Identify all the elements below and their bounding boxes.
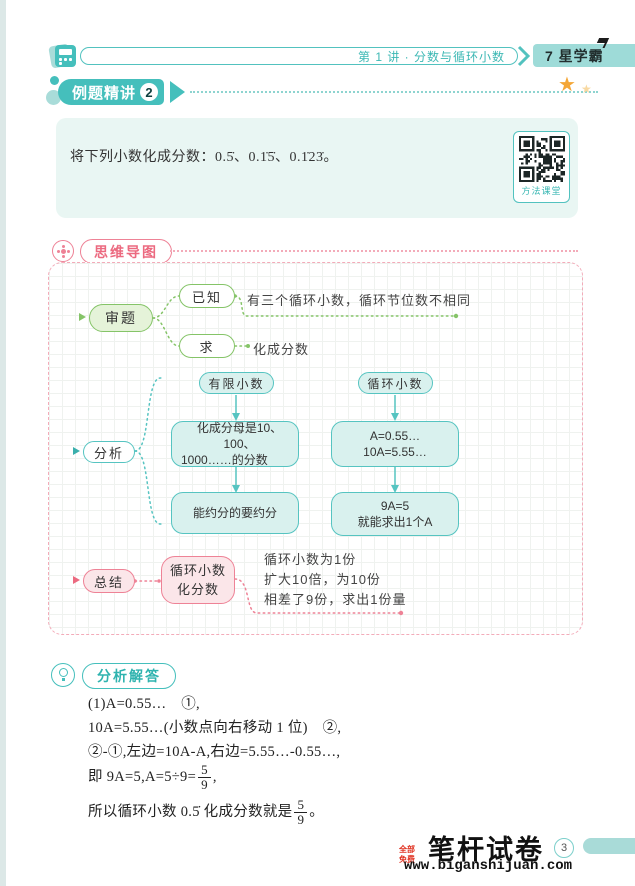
brand-url: www.biganshijuan.com	[404, 858, 573, 874]
marker-triangle-zongjie	[73, 576, 80, 584]
ask-text: 化成分数	[253, 342, 310, 357]
section-ribbon-number: 2	[140, 83, 159, 101]
qr-card: 方法课堂	[513, 131, 570, 203]
star-icon: ★	[558, 74, 576, 96]
page-edge-strip	[0, 0, 6, 886]
section-ribbon-title: 例题精讲	[72, 84, 137, 102]
node-repeat-step1: A=0.55… 10A=5.55…	[331, 421, 459, 467]
zongjie-note-2: 扩大10倍，为10份	[264, 572, 381, 587]
node-ask-label: 求	[199, 339, 215, 355]
node-ask: 求	[179, 334, 235, 358]
solution-line-5-pre: 所以循环小数 0.5̇ 化成分数就是	[88, 804, 293, 821]
node-fenxi: 分析	[83, 441, 135, 463]
series-badge-label: 7 星学霸	[545, 47, 604, 64]
series-badge: 7 星学霸	[533, 44, 635, 67]
mindmap-title: 思维导图	[94, 243, 158, 260]
footer-bar-decor	[583, 838, 635, 854]
repeat-step2-line1: 9A=5	[380, 499, 410, 513]
solution-header: 分析解答	[82, 663, 176, 689]
mindmap-header: 思维导图	[80, 239, 172, 264]
solution-line-5-suf: 。	[309, 804, 325, 821]
node-fenxi-label: 分析	[93, 445, 124, 461]
node-repeat-head-label: 循环小数	[367, 376, 424, 391]
marker-triangle-fenxi	[73, 447, 80, 455]
page-number: 3	[554, 838, 574, 858]
chapter-title: 第 1 讲 · 分数与循环小数	[357, 49, 505, 64]
repeat-step1-line1: A=0.55…	[369, 429, 421, 443]
finite-step1-line2: 1000……的分数	[181, 453, 268, 467]
node-repeat-step2: 9A=5 就能求出1个A	[331, 492, 459, 536]
graduation-cap-icon	[596, 38, 610, 43]
zongjie-box-line2: 化分数	[176, 582, 219, 597]
node-known-label: 已知	[191, 289, 222, 305]
solution-line-1: (1)A=0.55… ①,	[88, 696, 200, 712]
qr-code-icon	[518, 136, 565, 182]
chapter-header-bar: 第 1 讲 · 分数与循环小数	[80, 47, 518, 65]
node-repeat-head: 循环小数	[358, 372, 433, 394]
solution-line-4-suf: ,	[212, 769, 217, 786]
ribbon-dot-decor	[50, 76, 59, 85]
node-finite-step1: 化成分母是10、100、 1000……的分数	[171, 421, 299, 467]
problem-text: 将下列小数化成分数：0.5̇、0.1̇5̇、0.1̇23̇。	[70, 150, 338, 165]
solution-title: 分析解答	[97, 668, 161, 684]
ribbon-dotted-line	[190, 91, 598, 93]
solution-line-2: 10A=5.55…(小数点向右移动 1 位) ②,	[88, 720, 342, 736]
finite-step1-line1: 化成分母是10、100、	[196, 421, 283, 451]
lightbulb-icon	[51, 663, 75, 687]
node-known: 已知	[179, 284, 235, 308]
solution-line-4-pre: 即 9A=5,A=5÷9=	[88, 769, 197, 786]
problem-box: 将下列小数化成分数：0.5̇、0.1̇5̇、0.1̇23̇。 方法课堂	[56, 118, 578, 218]
free-badge: 全部免费	[399, 845, 415, 864]
section-ribbon-example: 例题精讲 2	[58, 79, 165, 105]
node-shenti: 审题	[89, 304, 153, 332]
node-zongjie-label: 总结	[93, 574, 124, 590]
known-text: 有三个循环小数，循环节位数不相同	[247, 293, 472, 308]
node-finite-head: 有限小数	[199, 372, 274, 394]
repeat-step1-line2: 10A=5.55…	[363, 445, 427, 459]
ribbon-tail-decor	[170, 81, 185, 103]
node-shenti-label: 审题	[105, 310, 137, 326]
calculator-icon	[55, 45, 76, 67]
zongjie-note-3: 相差了9份，求出1份量	[264, 592, 407, 607]
marker-triangle-shenti	[79, 313, 86, 321]
finite-step2-label: 能约分的要约分	[192, 506, 277, 520]
qr-caption: 方法课堂	[521, 186, 562, 196]
repeat-step2-line2: 就能求出1个A	[357, 515, 433, 529]
zongjie-box-line1: 循环小数	[169, 563, 226, 578]
zongjie-notes: 循环小数为1份 扩大10倍，为10份 相差了9份，求出1份量	[264, 550, 406, 610]
solution-line-3: ②-①,左边=10A-A,右边=5.55…-0.55…,	[88, 744, 341, 760]
node-zongjie-box: 循环小数 化分数	[161, 556, 235, 604]
zongjie-note-1: 循环小数为1份	[264, 552, 357, 567]
ribbon-blob-decor	[46, 90, 61, 105]
chevron-right-icon	[517, 45, 531, 67]
node-finite-step2: 能约分的要约分	[171, 492, 299, 534]
node-zongjie: 总结	[83, 569, 135, 593]
node-finite-head-label: 有限小数	[208, 376, 265, 391]
brain-icon	[52, 240, 74, 262]
mindmap-dotted-line	[170, 250, 578, 252]
mindmap-canvas: 审题 已知 有三个循环小数，循环节位数不相同 求 化成分数 分析 有限小数 化成…	[48, 262, 583, 635]
brand-logo-text: 笔杆试卷	[428, 835, 544, 865]
star-small-icon: ★	[581, 82, 592, 96]
